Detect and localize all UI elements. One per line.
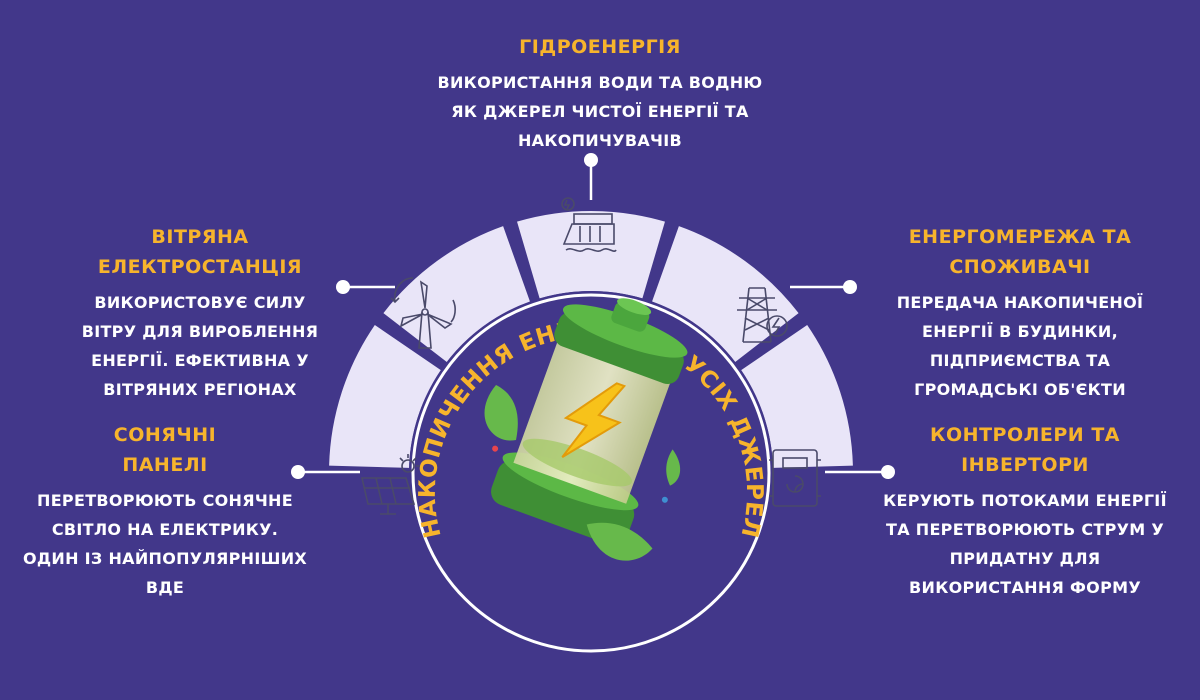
solar-panel-icon — [360, 454, 420, 515]
controllers-title: КОНТРОЛЕРИ ТА ІНВЕРТОРИ — [860, 420, 1190, 480]
hydro-desc-line: ВИКОРИСТАННЯ ВОДИ ТА ВОДНЮ — [437, 73, 763, 92]
connector-dots — [291, 153, 895, 479]
wind-turbine-icon — [390, 277, 456, 349]
hydro-desc-line: НАКОПИЧУВАЧІВ — [517, 131, 683, 150]
controllers-desc-line: ТА ПЕРЕТВОРЮЮТЬ СТРУМ У — [886, 520, 1164, 539]
ring-segment-hydro — [517, 211, 665, 299]
connectors — [298, 160, 888, 474]
hydro-desc-line: ЯК ДЖЕРЕЛ ЧИСТОЇ ЕНЕРГІЇ ТА — [451, 102, 749, 121]
solar-desc: ПЕРЕТВОРЮЮТЬ СОНЯЧНЕ СВІТЛО НА ЕЛЕКТРИКУ… — [5, 486, 325, 602]
wind-desc-line: ВИКОРИСТОВУЄ СИЛУ — [94, 293, 306, 312]
wind-title-line: ЕЛЕКТРОСТАНЦІЯ — [97, 256, 303, 278]
solar-title-line: ПАНЕЛІ — [122, 454, 208, 476]
controllers-desc: КЕРУЮТЬ ПОТОКАМИ ЕНЕРГІЇ ТА ПЕРЕТВОРЮЮТЬ… — [860, 486, 1190, 602]
controllers-desc-line: ВИКОРИСТАННЯ ФОРМУ — [909, 578, 1141, 597]
grid-desc-line: ГРОМАДСЬКІ ОБ'ЄКТИ — [914, 380, 1126, 399]
solar-title: СОНЯЧНІ ПАНЕЛІ — [5, 420, 325, 480]
solar-desc-line: ОДИН ІЗ НАЙПОПУЛЯРНІШИХ — [22, 549, 308, 568]
sparkle-dot — [492, 445, 499, 452]
power-tower-icon — [737, 287, 788, 343]
dot-ctrl — [881, 465, 895, 479]
wind-desc-line: ВІТРУ ДЛЯ ВИРОБЛЕННЯ — [81, 322, 319, 341]
battery-liquid — [522, 438, 633, 487]
center-disc-outline — [411, 293, 771, 653]
controllers-block: КОНТРОЛЕРИ ТА ІНВЕРТОРИ КЕРУЮТЬ ПОТОКАМИ… — [860, 420, 1190, 602]
hydro-desc: ВИКОРИСТАННЯ ВОДИ ТА ВОДНЮ ЯК ДЖЕРЕЛ ЧИС… — [390, 68, 810, 155]
source-ring — [329, 211, 853, 468]
grid-desc-line: ПІДПРИЄМСТВА ТА — [929, 351, 1111, 370]
solar-desc-line: ВДЕ — [145, 578, 185, 597]
wind-title: ВІТРЯНА ЕЛЕКТРОСТАНЦІЯ — [45, 222, 355, 282]
wind-desc: ВИКОРИСТОВУЄ СИЛУ ВІТРУ ДЛЯ ВИРОБЛЕННЯ Е… — [45, 288, 355, 404]
grid-title-line: СПОЖИВАЧІ — [949, 256, 1091, 278]
ring-segment-grid — [652, 226, 799, 362]
solar-desc-line: СВІТЛО НА ЕЛЕКТРИКУ. — [51, 520, 279, 539]
dot-wind — [336, 280, 350, 294]
grid-desc: ПЕРЕДАЧА НАКОПИЧЕНОЇ ЕНЕРГІЇ В БУДИНКИ, … — [860, 288, 1180, 404]
dot-hydro — [584, 153, 598, 167]
controllers-title-line: ІНВЕРТОРИ — [961, 454, 1089, 476]
hydro-title-line: ГІДРОЕНЕРГІЯ — [519, 36, 681, 58]
wind-desc-line: ЕНЕРГІЇ. ЕФЕКТИВНА У — [91, 351, 309, 370]
inverter-icon — [769, 449, 821, 507]
wind-desc-line: ВІТРЯНИХ РЕГІОНАХ — [103, 380, 297, 399]
hydro-title: ГІДРОЕНЕРГІЯ — [390, 32, 810, 62]
dot-solar — [291, 465, 305, 479]
battery-illustration — [484, 298, 688, 561]
controllers-desc-line: КЕРУЮТЬ ПОТОКАМИ ЕНЕРГІЇ — [883, 491, 1167, 510]
leaf-left — [484, 385, 518, 441]
lightning-bolt-icon — [561, 382, 627, 458]
leaf-small — [666, 449, 681, 486]
grid-title-line: ЕНЕРГОМЕРЕЖА ТА — [908, 226, 1132, 248]
grid-desc-line: ПЕРЕДАЧА НАКОПИЧЕНОЇ — [896, 293, 1144, 312]
battery-terminal-top — [617, 298, 652, 315]
hydro-dam-icon — [561, 197, 617, 252]
grid-desc-line: ЕНЕРГІЇ В БУДИНКИ, — [922, 322, 1118, 341]
solar-title-line: СОНЯЧНІ — [113, 424, 217, 446]
ring-segment-ctrl — [741, 324, 853, 468]
sparkle-dot — [661, 496, 668, 503]
battery-top-rim — [562, 304, 688, 358]
controllers-title-line: КОНТРОЛЕРИ ТА — [930, 424, 1120, 446]
hydro-block: ГІДРОЕНЕРГІЯ ВИКОРИСТАННЯ ВОДИ ТА ВОДНЮ … — [390, 32, 810, 155]
controllers-desc-line: ПРИДАТНУ ДЛЯ — [949, 549, 1101, 568]
grid-title: ЕНЕРГОМЕРЕЖА ТА СПОЖИВАЧІ — [860, 222, 1180, 282]
grid-block: ЕНЕРГОМЕРЕЖА ТА СПОЖИВАЧІ ПЕРЕДАЧА НАКОП… — [860, 222, 1180, 404]
wind-block: ВІТРЯНА ЕЛЕКТРОСТАНЦІЯ ВИКОРИСТОВУЄ СИЛУ… — [45, 222, 355, 404]
dot-grid — [843, 280, 857, 294]
leaf-right — [586, 522, 653, 561]
wind-title-line: ВІТРЯНА — [151, 226, 249, 248]
solar-block: СОНЯЧНІ ПАНЕЛІ ПЕРЕТВОРЮЮТЬ СОНЯЧНЕ СВІТ… — [5, 420, 325, 602]
ring-segment-solar — [329, 324, 441, 468]
solar-desc-line: ПЕРЕТВОРЮЮТЬ СОНЯЧНЕ — [37, 491, 293, 510]
